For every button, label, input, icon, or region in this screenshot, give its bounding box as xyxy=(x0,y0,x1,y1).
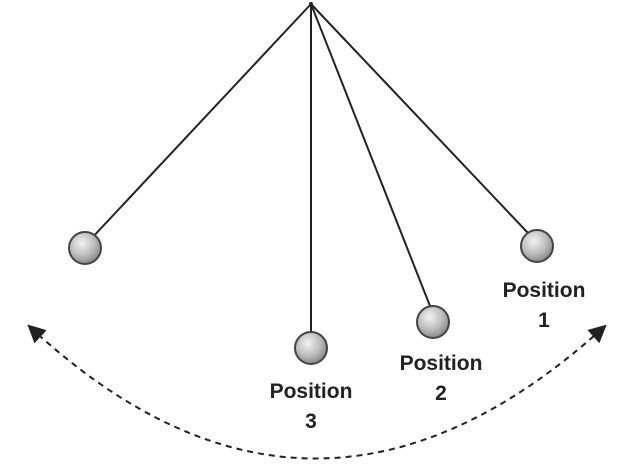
string-position-2 xyxy=(310,3,431,307)
bob-left xyxy=(68,231,102,265)
position-2-label-line1: Position xyxy=(400,352,483,375)
bob-position-2 xyxy=(416,305,450,339)
swing-arc-arrow xyxy=(27,324,607,460)
position-1-label-line2: 1 xyxy=(538,309,550,332)
pivot-point xyxy=(309,2,313,6)
string-position-1 xyxy=(310,3,529,234)
position-1-label-line1: Position xyxy=(503,279,586,302)
position-3-label-line1: Position xyxy=(270,380,353,403)
bob-position-3 xyxy=(294,331,328,365)
bob-position-1 xyxy=(520,229,554,263)
position-3-label-line2: 3 xyxy=(305,410,317,433)
position-2-label-line2: 2 xyxy=(435,382,447,405)
string-left xyxy=(89,3,312,241)
